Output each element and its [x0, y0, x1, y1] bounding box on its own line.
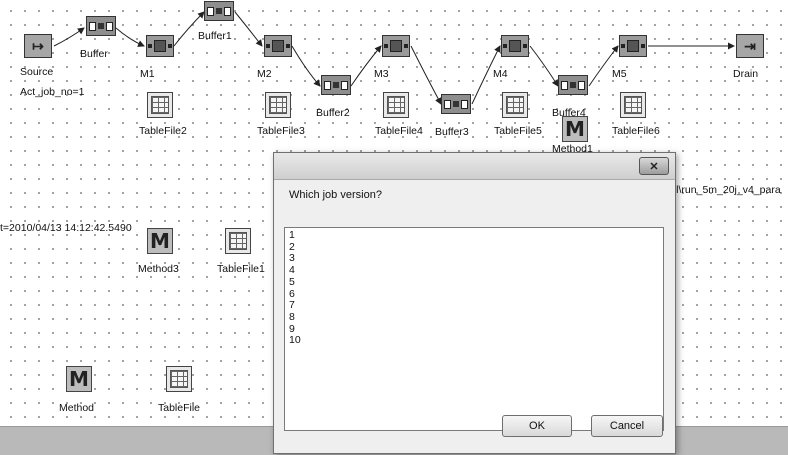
tablefile-label: TableFile: [158, 402, 201, 414]
list-item[interactable]: 4: [289, 264, 295, 277]
buffer-icon: [333, 82, 339, 88]
station-m5-label: M5: [612, 68, 627, 80]
tablefile6-object[interactable]: [620, 92, 646, 118]
station-m4-label: M4: [493, 68, 508, 80]
station-m1[interactable]: [146, 35, 174, 57]
station-m3-label: M3: [374, 68, 389, 80]
tablefile3-object[interactable]: [265, 92, 291, 118]
table-icon: [269, 96, 287, 114]
close-icon: ✕: [649, 160, 659, 173]
station-icon: [272, 40, 284, 52]
tablefile5-label: TableFile5: [494, 125, 542, 137]
buffer1-object[interactable]: [204, 1, 234, 21]
table-icon: [170, 370, 188, 388]
list-item[interactable]: 7: [289, 299, 295, 312]
buffer-icon: [216, 8, 222, 14]
buffer-icon: [98, 23, 104, 29]
station-icon: [627, 40, 639, 52]
act-job-variable[interactable]: Act_job_no=1: [20, 86, 85, 98]
dialog-close-button[interactable]: ✕: [639, 157, 669, 175]
tablefile5-object[interactable]: [502, 92, 528, 118]
list-item[interactable]: 8: [289, 310, 295, 323]
buffer2-object[interactable]: [321, 75, 351, 95]
station-m2-label: M2: [257, 68, 272, 80]
method3-object[interactable]: M: [147, 228, 173, 254]
method3-label: Method3: [138, 263, 179, 275]
station-icon: [390, 40, 402, 52]
buffer1-label: Buffer1: [198, 30, 232, 42]
station-m1-label: M1: [140, 68, 155, 80]
buffer3-label: Buffer3: [435, 126, 469, 138]
path-text: ell\run_5m_20j_v4_para: [668, 184, 781, 196]
tablefile-object[interactable]: [166, 366, 192, 392]
source-object[interactable]: ↦: [24, 34, 52, 58]
table-icon: [387, 96, 405, 114]
method-object[interactable]: M: [66, 366, 92, 392]
buffer-label: Buffer: [80, 48, 108, 60]
exit-arrow-icon: ⇥: [744, 37, 756, 54]
station-m3[interactable]: [382, 35, 410, 57]
method-m-icon: M: [69, 367, 89, 391]
station-m4[interactable]: [501, 35, 529, 57]
list-item[interactable]: 6: [289, 287, 295, 300]
method-label: Method: [59, 402, 95, 414]
list-item[interactable]: 3: [289, 252, 295, 265]
dialog-prompt: Which job version?: [289, 189, 382, 201]
tablefile6-label: TableFile6: [612, 125, 660, 137]
buffer-icon: [453, 101, 459, 107]
list-item[interactable]: 5: [289, 275, 295, 288]
tablefile1-object[interactable]: [225, 228, 251, 254]
dialog-titlebar[interactable]: ✕: [274, 153, 675, 180]
drain-label: Drain: [733, 68, 759, 80]
table-icon: [624, 96, 642, 114]
tablefile4-object[interactable]: [383, 92, 409, 118]
station-m5[interactable]: [619, 35, 647, 57]
list-item[interactable]: 9: [289, 322, 295, 335]
buffer3-object[interactable]: [441, 94, 471, 114]
tablefile1-label: TableFile1: [217, 263, 265, 275]
drain-object[interactable]: ⇥: [736, 34, 764, 58]
method1-object[interactable]: M: [562, 116, 588, 142]
table-icon: [151, 96, 169, 114]
timestamp-text: t=2010/04/13 14:12:42.5490: [0, 222, 132, 234]
enter-arrow-icon: ↦: [32, 37, 44, 54]
method-m-icon: M: [565, 117, 585, 141]
buffer2-label: Buffer2: [316, 107, 350, 119]
list-item[interactable]: 1: [289, 229, 295, 241]
method-m-icon: M: [150, 229, 170, 253]
tablefile2-label: TableFile2: [139, 125, 187, 137]
station-m2[interactable]: [264, 35, 292, 57]
buffer4-object[interactable]: [558, 75, 588, 95]
tablefile4-label: TableFile4: [375, 125, 423, 137]
station-icon: [509, 40, 521, 52]
buffer-icon: [570, 82, 576, 88]
ok-button[interactable]: OK: [502, 415, 572, 437]
tablefile3-label: TableFile3: [257, 125, 305, 137]
list-item[interactable]: 10: [289, 334, 301, 347]
tablefile2-object[interactable]: [147, 92, 173, 118]
table-icon: [229, 232, 247, 250]
table-icon: [506, 96, 524, 114]
list-item[interactable]: 2: [289, 240, 295, 253]
buffer-object[interactable]: [86, 16, 116, 36]
source-label: Source: [20, 66, 54, 78]
station-icon: [154, 40, 166, 52]
cancel-button[interactable]: Cancel: [591, 415, 663, 437]
